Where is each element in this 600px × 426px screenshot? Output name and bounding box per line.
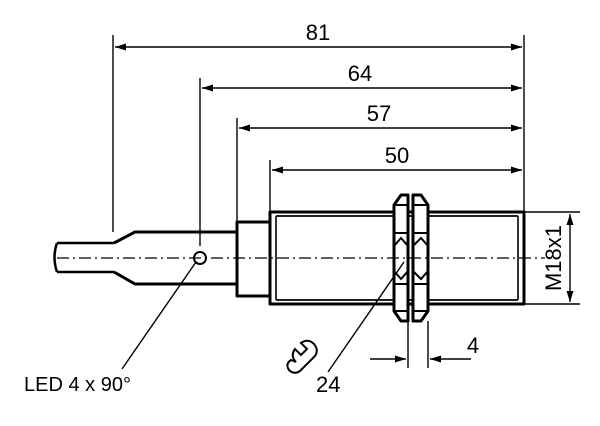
dimension-57: 57	[239, 101, 522, 132]
wrench-callout: 24	[286, 261, 405, 397]
collar	[235, 220, 272, 298]
extension-lines	[112, 35, 525, 246]
thread-size-label: M18x1	[541, 225, 566, 291]
dimension-4: 4	[370, 321, 479, 368]
led-label: LED 4 x 90°	[24, 374, 131, 396]
dimension-81: 81	[115, 20, 522, 51]
led-callout: LED 4 x 90°	[24, 261, 197, 396]
dimension-64: 64	[202, 61, 522, 92]
sensor-body	[53, 193, 545, 323]
wrench-icon	[286, 339, 318, 374]
dimension-4-value: 4	[467, 333, 479, 358]
dimension-50: 50	[272, 143, 522, 174]
dimension-81-value: 81	[306, 20, 330, 45]
cable	[53, 241, 114, 274]
dimension-thread: M18x1	[524, 211, 580, 305]
dimension-64-value: 64	[348, 61, 372, 86]
wrench-size-value: 24	[316, 372, 340, 397]
dimension-50-value: 50	[385, 143, 409, 168]
dimension-57-value: 57	[367, 101, 391, 126]
